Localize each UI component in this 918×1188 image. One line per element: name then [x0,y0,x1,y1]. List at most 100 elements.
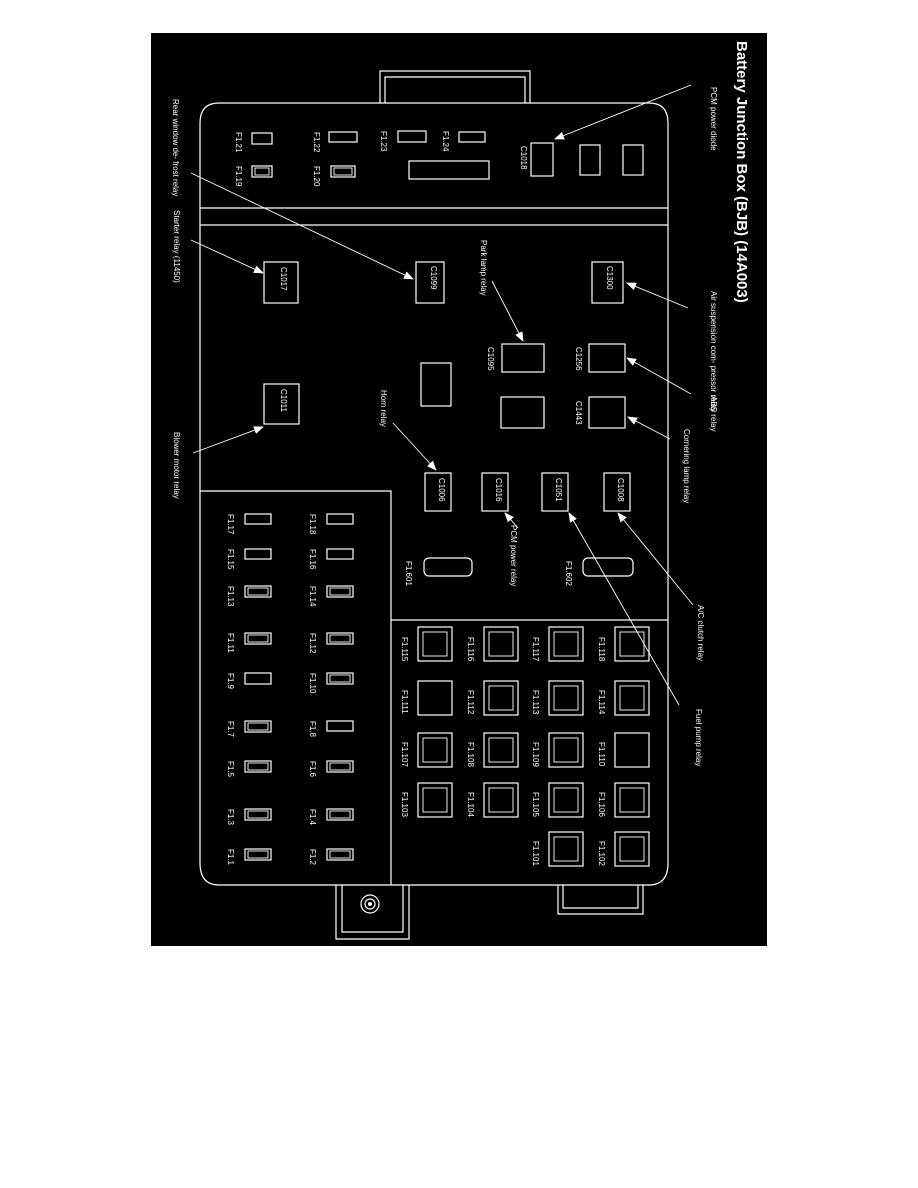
fuse-label: F1.103 [400,792,409,817]
relay-c1008 [603,472,631,512]
fuse-f1-602 [582,557,634,577]
leader-horn-relay [392,422,437,471]
callout-abs-relay: ABS relay [709,396,718,432]
relay-socket [579,144,601,176]
fuse-label: F1.9 [226,673,235,690]
maxi-fuse-slot [408,160,490,180]
fuse-label: F1.115 [400,637,409,662]
fuse-label: F1.10 [308,673,317,694]
fuse-label: F1.12 [308,633,317,654]
fuse-label: F1.16 [308,549,317,570]
fuse-label: F1.601 [404,561,413,586]
connector-label: C1008 [616,478,625,502]
leader-pcm-power-diode [554,84,692,140]
connector-label: C1443 [574,401,583,425]
junction-box-diagram: Battery Junction Box (BJB) (14A003) [171,41,750,940]
fuse-f1-20 [330,165,356,178]
fuse-label: F1.6 [308,761,317,778]
fuse-label: F1.11 [226,633,235,653]
leader-abs-relay [626,357,692,395]
junction-box-outline [199,70,669,940]
leader-starter-relay [190,239,264,274]
relay-c1017 [263,261,299,304]
callout-labels: PCM power diode Rear window de- frost re… [171,87,718,766]
fuse-label: F1.113 [531,690,540,715]
fuse-f1-601 [423,557,473,577]
fuse-label: F1.3 [226,809,235,826]
fuse-label: F1.17 [226,514,235,535]
fuse-f1-22 [328,131,358,143]
fuse-label: F1.13 [226,586,235,607]
relay-socket [420,362,452,407]
fuse-label: F1.19 [234,166,243,187]
fuse-f1-24 [458,131,486,143]
fuse-f1-19 [251,165,273,178]
connector-label: C1256 [574,347,583,371]
fuse-label: F1.112 [466,690,475,715]
callout-ac-clutch-relay: A/C clutch relay [696,605,705,661]
mini-fuse-block: F1.17 F1.15 F1.13 F1.11 F1.9 F1.7 F1.5 F… [226,513,354,866]
fuse-f1-23 [397,130,427,143]
callout-rear-window-defrost-relay: Rear window de- frost relay [171,99,180,196]
fuse-label: F1.22 [312,132,321,153]
relay-c1011 [263,383,300,425]
fuse-label: F1.7 [226,721,235,738]
callout-pcm-power-diode: PCM power diode [709,87,718,151]
connector-label: C1011 [279,389,288,413]
connector-label: C1006 [437,478,446,502]
fuse-label: F1.109 [531,742,540,767]
fuse-label: F1.5 [226,761,235,778]
fuse-label: F1.104 [466,792,475,817]
fuse-label: F1.18 [308,514,317,535]
fuse-label: F1.116 [466,637,475,662]
callout-pcm-power-relay: PCM power relay [509,525,518,586]
fuse-label: F1.105 [531,792,540,817]
relay-c1016 [481,472,509,512]
callout-cornering-lamp-relay: Cornering lamp relay [682,429,691,503]
callout-fuel-pump-relay: Fuel pump relay [694,709,703,766]
fuse-label: F1.108 [466,742,475,767]
fuse-label: F1.107 [400,742,409,767]
fuse-label: F1.602 [564,561,573,586]
pcm-power-diode [530,142,554,177]
relay-c1300 [591,261,624,304]
leader-fuel-pump-relay [568,512,680,706]
relay-c1006 [424,472,452,512]
relay-c1443 [588,396,626,429]
fuse-label: F1.2 [308,849,317,866]
leader-blower-motor-relay [192,426,264,454]
fuse-label: F1.14 [308,586,317,607]
leader-pcm-power-relay [504,512,519,529]
relay-c1099 [415,261,445,304]
callout-horn-relay: Horn relay [379,390,388,427]
fuse-label: F1.101 [531,841,540,866]
relay-section: C1300 C1099 C1017 C1256 C1095 C1443 C101… [263,261,634,586]
diagram-title: Battery Junction Box (BJB) (14A003) [733,41,750,303]
leader-air-suspension-compressor-relay [626,282,689,309]
fuse-label: F1.23 [379,131,388,152]
callout-air-suspension-compressor-relay: Air suspension com- pressor relay [709,291,718,412]
relay-c1256 [588,343,626,373]
relay-c1051 [541,472,569,512]
connector-label: C1300 [605,266,614,290]
connector-label: C1099 [429,266,438,290]
relay-socket [500,396,545,429]
leader-rear-window-defrost-relay [190,172,414,280]
leader-ac-clutch-relay [617,512,694,606]
fuse-label: F1.118 [597,637,606,662]
callout-starter-relay: Starter relay (11450) [172,210,181,283]
connector-label: C1018 [519,146,528,170]
relay-socket [622,144,644,176]
fuse-label: F1.15 [226,549,235,570]
fuse-label: F1.111 [400,690,409,714]
connector-label: C1016 [494,478,503,502]
fuse-label: F1.102 [597,841,606,866]
diagram-panel: Battery Junction Box (BJB) (14A003) [151,33,767,946]
connector-label: C1051 [554,478,563,502]
fuse-label: F1.1 [226,849,235,866]
leader-park-lamp-relay [491,280,524,342]
top-fuse-section: F1.21 F1.19 F1.22 F1.20 F1.23 F1.24 C101… [234,130,644,187]
fuse-f1-21 [251,132,273,145]
connector-label: C1095 [486,347,495,371]
fuse-label: F1.110 [597,742,606,767]
